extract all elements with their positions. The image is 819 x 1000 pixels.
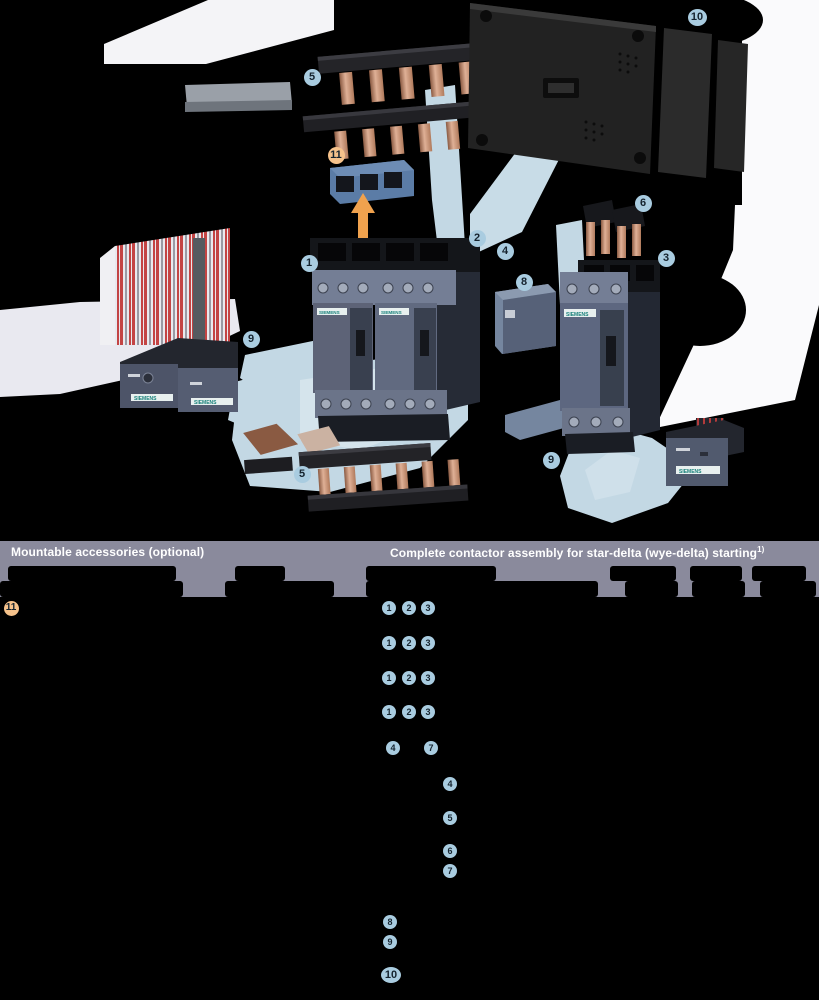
callout-3: 3 [421,601,435,615]
top-busbar-rails [302,39,519,160]
obscured-text [692,581,745,597]
left-section-title: Mountable accessories (optional) [11,545,205,559]
callout-3: 3 [421,671,435,685]
obscured-text [690,566,742,581]
table-header-band: Mountable accessories (optional) Complet… [0,541,819,597]
callout-5: 5 [293,465,311,483]
callout-10: 10 [381,967,401,983]
callout-9: 9 [242,330,260,348]
svg-text:SIEMENS: SIEMENS [679,469,702,475]
contactor-right: SIEMENS [560,260,660,454]
svg-text:SIEMENS: SIEMENS [134,396,157,402]
function-module-bottom: SIEMENS [666,418,744,486]
svg-text:SIEMENS: SIEMENS [194,400,217,406]
obscured-text [760,581,816,597]
callout-8: 8 [383,915,397,929]
callout-3: 3 [657,249,675,267]
svg-text:SIEMENS: SIEMENS [381,310,402,315]
callout-6: 6 [443,844,457,858]
callout-5: 5 [443,811,457,825]
orange-arrow [351,193,375,258]
obscured-text [366,581,598,597]
callout-2: 2 [468,229,486,247]
obscured-text [625,581,678,597]
svg-text:SIEMENS: SIEMENS [566,312,589,318]
obscured-text [225,581,334,597]
obscured-text [8,566,176,581]
callout-2: 2 [402,671,416,685]
callout-1: 1 [382,671,396,685]
right-section-title: Complete contactor assembly for star-del… [390,545,765,560]
callout-2: 2 [402,705,416,719]
svg-text:SIEMENS: SIEMENS [319,310,340,315]
callout-7: 7 [424,741,438,755]
callout-4: 4 [443,777,457,791]
mounting-plate [468,3,748,178]
callout-11: 11 [3,600,19,616]
callout-10: 10 [687,8,707,26]
callout-4: 4 [496,242,514,260]
bottom-busbar-rails [243,423,469,512]
callout-2: 2 [402,636,416,650]
copper-links [583,200,645,258]
white-plane-top-left [104,0,334,112]
callout-7: 7 [443,864,457,878]
callout-1: 1 [382,636,396,650]
obscured-text [366,566,496,581]
callout-9: 9 [383,935,397,949]
callout-2: 2 [402,601,416,615]
callout-6: 6 [634,194,652,212]
wiring-harness [100,228,230,345]
callout-11: 11 [327,146,345,164]
link-bracket [495,284,575,440]
callout-1: 1 [382,601,396,615]
callout-3: 3 [421,636,435,650]
obscured-text [610,566,676,581]
callout-8: 8 [515,273,533,291]
white-plane-right [647,0,819,428]
obscured-text [0,581,183,597]
function-module-pair-left: SIEMENS SIEMENS [120,338,238,412]
obscured-text [752,566,806,581]
callout-1: 1 [300,254,318,272]
callout-3: 3 [421,705,435,719]
contactor-pair-center: SIEMENS SIEMENS [310,238,480,442]
coil-terminal-block [330,160,414,204]
callout-9: 9 [542,451,560,469]
obscured-text [235,566,285,581]
exploded-assembly-diagram: SIEMENS SIEMENS [0,0,819,523]
callout-4: 4 [386,741,400,755]
footnote-marker: 1) [757,545,765,554]
callout-5: 5 [303,68,321,86]
callout-1: 1 [382,705,396,719]
